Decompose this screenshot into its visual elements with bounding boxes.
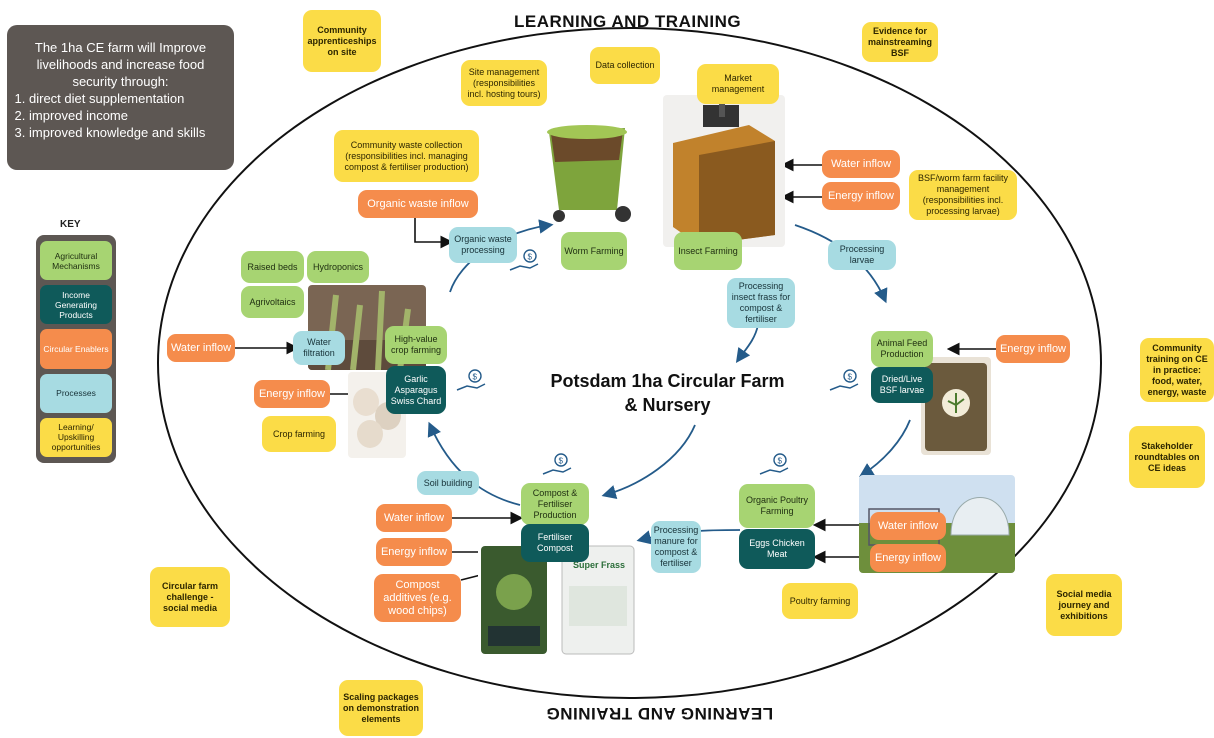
stakeholder-note: Stakeholder roundtables on CE ideas: [1129, 426, 1205, 488]
worm-farming-box: Worm Farming: [561, 232, 627, 270]
income-hand-icon: $: [542, 453, 572, 475]
social-media-note: Social media journey and exhibitions: [1046, 574, 1122, 636]
learning-ellipse: [157, 27, 1102, 699]
raised-beds-box: Raised beds: [241, 251, 304, 283]
svg-text:$: $: [528, 253, 533, 262]
intro-item: improved income: [29, 107, 222, 124]
poultry-farming-note: Poultry farming: [782, 583, 858, 619]
intro-item: improved knowledge and skills: [29, 124, 222, 141]
water-inflow-crop: Water inflow: [167, 334, 235, 362]
key-legend: Agricultural Mechanisms Income Generatin…: [36, 235, 116, 463]
energy-inflow-feed: Energy inflow: [996, 335, 1070, 363]
compost-additives-inflow: Compost additives (e.g. wood chips): [374, 574, 461, 622]
animal-feed-box: Animal Feed Production: [871, 331, 933, 367]
energy-inflow-poultry: Energy inflow: [870, 544, 946, 572]
water-inflow-bsf: Water inflow: [822, 150, 900, 178]
organic-waste-processing: Organic waste processing: [449, 227, 517, 263]
income-hand-icon: $: [456, 369, 486, 391]
svg-text:$: $: [473, 373, 478, 382]
key-title: KEY: [60, 219, 81, 230]
heading-top: LEARNING AND TRAINING: [514, 12, 742, 31]
scaling-note: Scaling packages on demonstration elemen…: [339, 680, 423, 736]
compost-production-box: Compost & Fertiliser Production: [521, 483, 589, 525]
evidence-note: Evidence for mainstreaming BSF: [862, 22, 938, 62]
insect-farming-box: Insect Farming: [674, 232, 742, 270]
energy-inflow-crop: Energy inflow: [254, 380, 330, 408]
intro-panel: The 1ha CE farm will Improve livelihoods…: [7, 25, 234, 170]
energy-inflow-compost: Energy inflow: [376, 538, 452, 566]
eggs-meat-product-box: Eggs Chicken Meat: [739, 529, 815, 569]
bsf-management-note: BSF/worm farm facility management (respo…: [909, 170, 1017, 220]
water-inflow-poultry: Water inflow: [870, 512, 946, 540]
community-training-note: Community training on CE in practice: fo…: [1140, 338, 1214, 402]
key-processes: Processes: [40, 373, 112, 413]
center-title-line1: Potsdam 1ha Circular Farm: [550, 371, 785, 391]
processing-manure: Processing manure for compost & fertilis…: [651, 521, 701, 573]
high-value-crop-box: High-value crop farming: [385, 326, 447, 364]
key-agricultural: Agricultural Mechanisms: [40, 241, 112, 281]
site-management-note: Site management (responsibilities incl. …: [461, 60, 547, 106]
key-income: Income Generating Products: [40, 285, 112, 325]
organic-poultry-box: Organic Poultry Farming: [739, 484, 815, 528]
circular-challenge-note: Circular farm challenge - social media: [150, 567, 230, 627]
garlic-product-box: Garlic Asparagus Swiss Chard: [386, 366, 446, 414]
data-collection-note: Data collection: [590, 47, 660, 84]
hydroponics-box: Hydroponics: [307, 251, 369, 283]
processing-insect-frass: Processing insect frass for compost & fe…: [727, 278, 795, 328]
intro-item: direct diet supplementation: [29, 90, 222, 107]
bsf-unit-image: [663, 95, 785, 247]
income-hand-icon: $: [509, 249, 539, 271]
frass-bag-label: Super Frass: [573, 560, 626, 570]
water-inflow-compost: Water inflow: [376, 504, 452, 532]
organic-waste-inflow: Organic waste inflow: [358, 190, 478, 218]
svg-text:$: $: [778, 457, 783, 466]
key-learning: Learning/ Upskilling opportunities: [40, 417, 112, 458]
soil-building: Soil building: [417, 471, 479, 495]
market-management-note: Market management: [697, 64, 779, 104]
water-filtration: Water filtration: [293, 331, 345, 365]
worm-bin-image: [541, 110, 633, 230]
key-enablers: Circular Enablers: [40, 329, 112, 369]
crop-farming-note: Crop farming: [262, 416, 336, 452]
svg-text:$: $: [848, 373, 853, 382]
center-title: Potsdam 1ha Circular Farm & Nursery: [540, 369, 795, 417]
apprenticeships-note: Community apprenticeships on site: [303, 10, 381, 72]
processing-larvae: Processing larvae: [828, 240, 896, 270]
income-hand-icon: $: [759, 453, 789, 475]
bsf-larvae-product-box: Dried/Live BSF larvae: [871, 367, 933, 403]
intro-list: direct diet supplementation improved inc…: [19, 90, 222, 141]
center-title-line2: & Nursery: [624, 395, 711, 415]
agrivoltaics-box: Agrivoltaics: [241, 286, 304, 318]
waste-collection-note: Community waste collection (responsibili…: [334, 130, 479, 182]
intro-text: The 1ha CE farm will Improve livelihoods…: [34, 40, 207, 89]
svg-text:$: $: [559, 457, 564, 466]
energy-inflow-bsf: Energy inflow: [822, 182, 900, 210]
income-hand-icon: $: [829, 369, 859, 391]
fertiliser-product-box: Fertiliser Compost: [521, 524, 589, 562]
